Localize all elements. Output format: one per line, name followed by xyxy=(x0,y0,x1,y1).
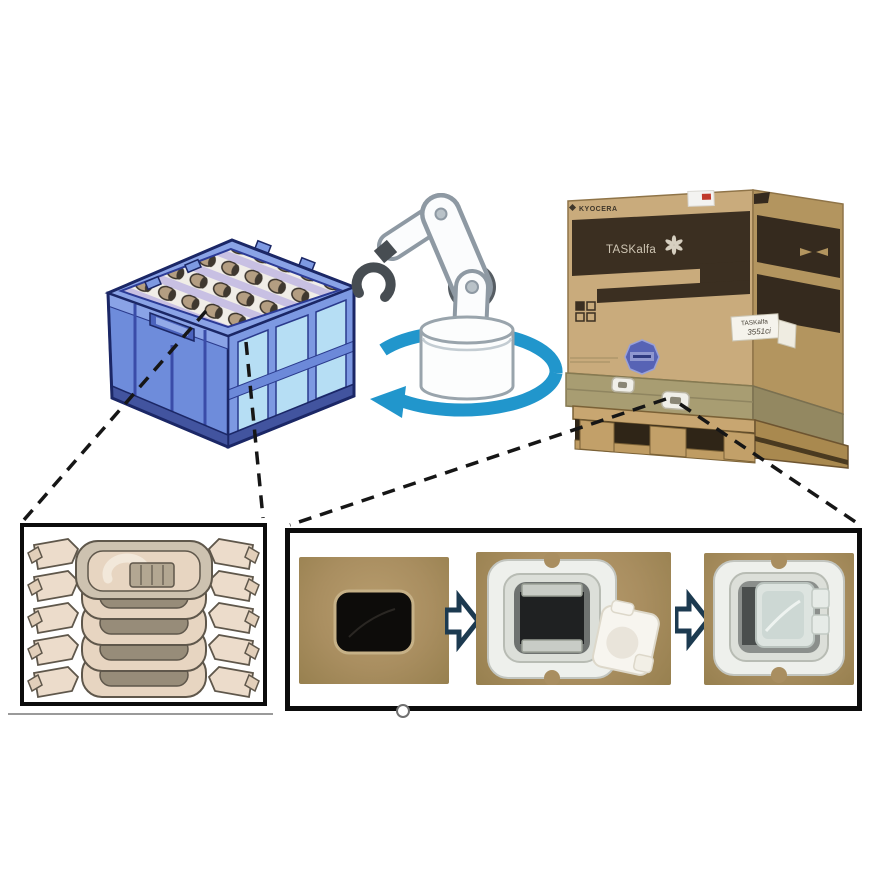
kyocera-logo-text: KYOCERA xyxy=(579,206,618,213)
kyocera-logo: KYOCERA xyxy=(568,203,618,213)
loose-clip-piece xyxy=(591,599,660,676)
resize-handle[interactable] xyxy=(396,704,410,718)
installed-clip xyxy=(755,582,830,648)
callout-line-crate-right xyxy=(244,341,265,519)
callout-line-box-left xyxy=(289,397,667,527)
plastic-clip-small xyxy=(611,376,635,394)
handling-icons xyxy=(575,301,596,322)
robot-arm-illustration xyxy=(351,193,563,418)
top-tray xyxy=(75,540,213,600)
pinwheel-logo-icon xyxy=(665,235,683,255)
selection-underline xyxy=(8,713,273,715)
detail-box-insertion-steps xyxy=(285,528,862,711)
taskalfa-brand-text: TASKalfa xyxy=(606,244,656,256)
callout-line-box-right xyxy=(679,402,858,525)
seal-sticker xyxy=(624,339,660,375)
step-arrow-icon xyxy=(675,589,709,651)
model-label: TASKalfa 3551ci xyxy=(730,313,781,342)
cutout-hole xyxy=(333,589,415,655)
step-photo-hole xyxy=(299,557,449,684)
callout-line-crate-left xyxy=(21,309,208,523)
printer-box-illustration: KYOCERA TASKalfa xyxy=(565,189,849,469)
callout-lines xyxy=(21,309,858,527)
robot-base xyxy=(419,315,515,401)
stacked-trays-illustration xyxy=(27,538,260,698)
model-label-line2: 3551ci xyxy=(747,326,771,337)
tape xyxy=(687,189,715,207)
gripper-claw-icon xyxy=(351,239,398,302)
step-arrow-icon xyxy=(445,590,479,652)
step-photo-fastener-installed xyxy=(704,553,854,685)
detail-box-stacked-parts xyxy=(20,523,267,706)
pallet xyxy=(572,405,849,469)
step-photo-fastener-open xyxy=(476,552,671,685)
parts-crate-illustration xyxy=(104,238,358,449)
rotation-arrow-icon xyxy=(370,371,563,418)
model-label-line1: TASKalfa xyxy=(741,318,769,327)
fastener-body xyxy=(487,552,617,685)
crate-handle xyxy=(149,311,195,343)
